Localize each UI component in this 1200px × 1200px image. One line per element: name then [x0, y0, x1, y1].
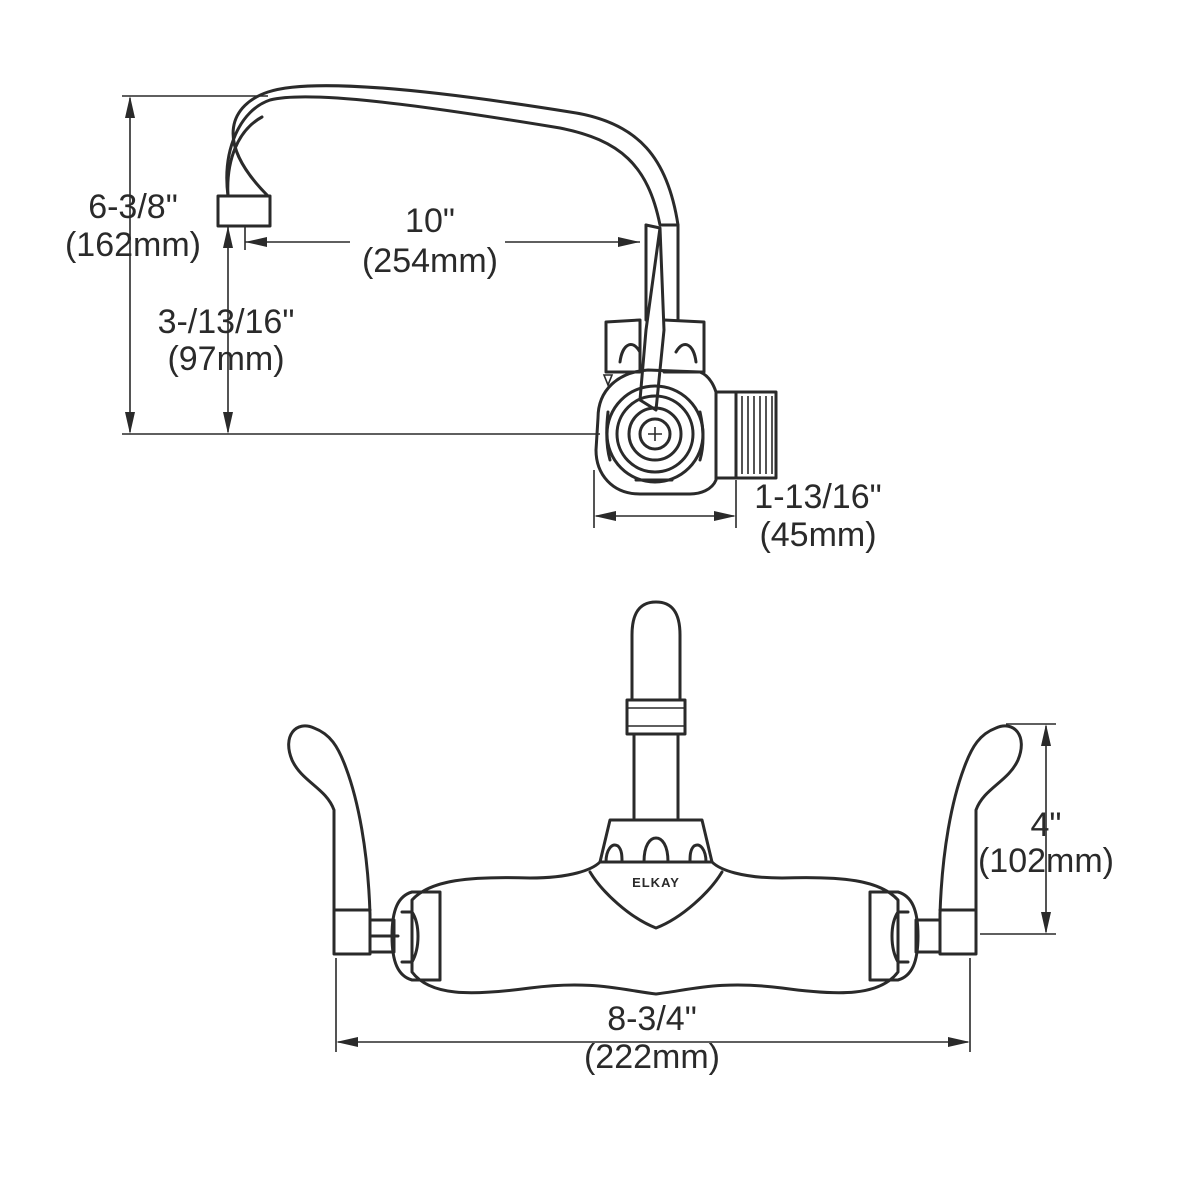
dim-spout-height	[223, 226, 233, 434]
front-body: ELKAY	[410, 860, 900, 996]
dim-spout-reach	[244, 226, 640, 250]
front-spout	[625, 600, 687, 820]
spout-height-imperial: 3-/13/16"	[158, 303, 295, 341]
side-valve-body	[594, 318, 778, 496]
brand-logo: ELKAY	[632, 875, 680, 890]
aerator	[216, 194, 272, 228]
front-left-handle	[287, 724, 372, 956]
side-spout	[216, 84, 680, 322]
screw-cross	[648, 427, 662, 441]
spout-reach-imperial: 10"	[405, 202, 455, 240]
dim-body-depth	[593, 470, 737, 528]
front-left-cap	[368, 890, 442, 982]
center-width-imperial: 8-3/4"	[607, 1000, 697, 1038]
body-depth-metric: (45mm)	[759, 516, 876, 554]
front-right-handle	[938, 724, 1023, 956]
threaded-inlet	[734, 390, 778, 480]
front-right-cap	[868, 890, 942, 982]
dim-handle-height	[980, 723, 1056, 935]
spout-height-metric: (97mm)	[167, 340, 284, 378]
overall-height-imperial: 6-3/8"	[88, 188, 178, 226]
dim-center-width	[335, 958, 971, 1052]
front-nut	[598, 818, 714, 864]
dim-overall-height	[122, 95, 600, 435]
handle-height-metric: (102mm)	[978, 842, 1114, 880]
overall-height-metric: (162mm)	[65, 226, 201, 264]
center-width-metric: (222mm)	[584, 1038, 720, 1076]
side-lever-handle	[638, 223, 666, 412]
body-depth-imperial: 1-13/16"	[754, 478, 881, 516]
front-view: ELKAY	[287, 600, 1114, 1076]
side-view: 6-3/8" (162mm) 10" (254mm) 3-/13/16" (97…	[65, 84, 882, 554]
spout-reach-metric: (254mm)	[362, 242, 498, 280]
handle-height-imperial: 4"	[1031, 806, 1062, 844]
